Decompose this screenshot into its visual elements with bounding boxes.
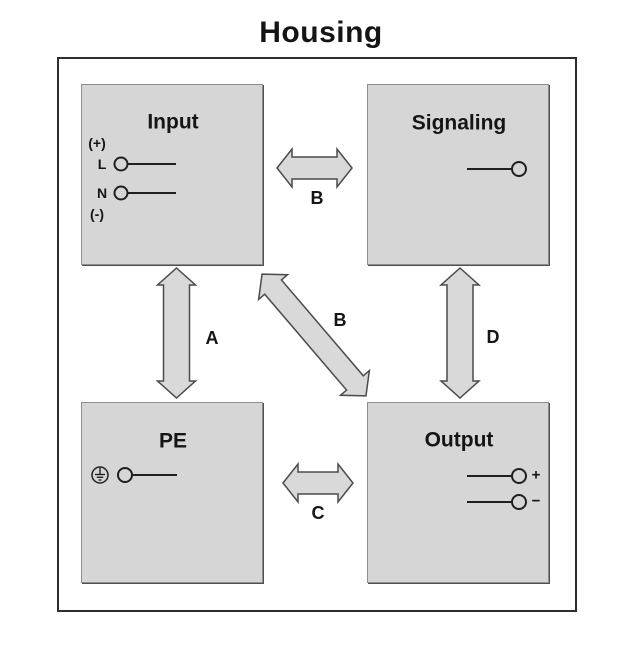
input-line-label: L xyxy=(97,156,107,172)
arrow-label-d: D xyxy=(486,327,500,347)
block-output: Output + − xyxy=(367,402,549,583)
output-plus-label: + xyxy=(531,466,541,484)
arrow-label-b-top: B xyxy=(310,188,324,208)
protective-earth-icon xyxy=(91,466,109,484)
output-block-title: Output xyxy=(424,428,494,452)
input-plus-label: (+) xyxy=(88,135,106,151)
block-pe: PE xyxy=(81,402,263,583)
block-input: Input (+) L N (-) xyxy=(81,84,263,265)
arrow-label-a: A xyxy=(205,328,219,348)
arrow-label-b-diagonal: B xyxy=(333,310,347,330)
diagram-title: Housing xyxy=(259,16,383,49)
arrow-label-c: C xyxy=(311,503,325,523)
signaling-block-title: Signaling xyxy=(411,111,507,135)
input-neutral-label: N xyxy=(96,185,108,201)
block-signaling: Signaling xyxy=(367,84,549,265)
output-minus-label: − xyxy=(531,492,541,510)
input-block-title: Input xyxy=(147,110,199,134)
pe-block-title: PE xyxy=(158,429,188,453)
input-minus-label: (-) xyxy=(90,206,104,222)
